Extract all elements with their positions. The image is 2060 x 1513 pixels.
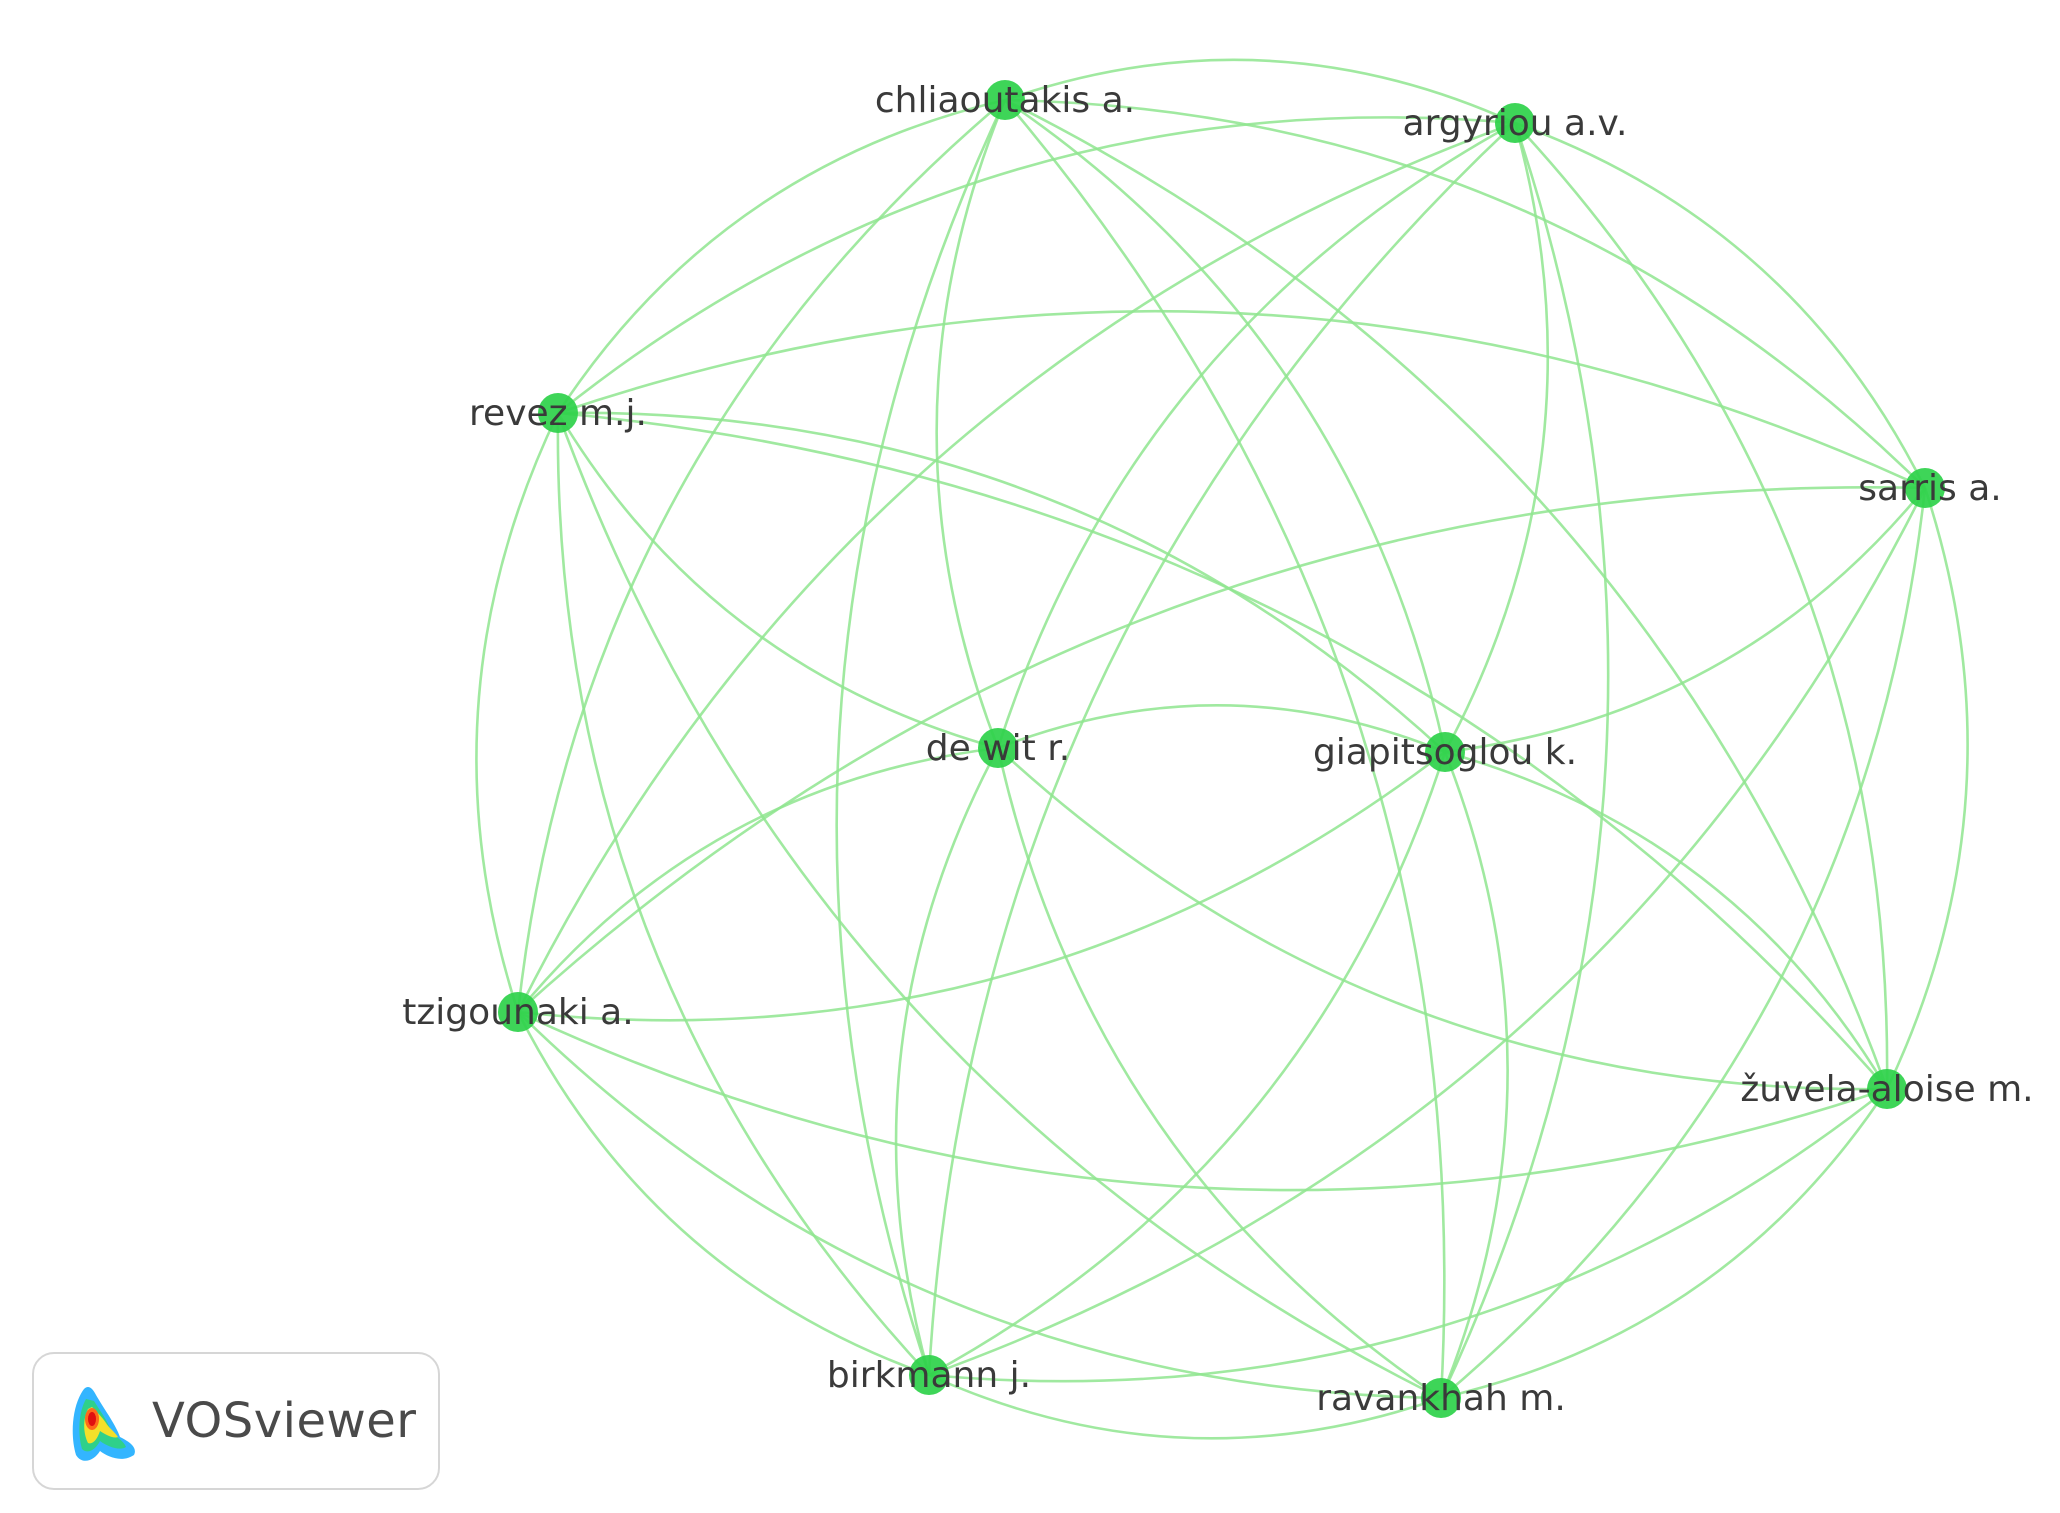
node-label-giapitsoglou: giapitsoglou k. [1313, 732, 1577, 773]
vosviewer-brand-name: VOSviewer [152, 1393, 417, 1449]
node-zuvela[interactable] [1867, 1069, 1907, 1109]
node-birkmann[interactable] [909, 1355, 949, 1395]
edge-revez-ravankhah [556, 412, 1442, 1400]
edge-argyriou-revez [557, 116, 1516, 415]
edge-dewit-giapitsoglou [997, 704, 1446, 754]
node-label-zuvela: žuvela-aloise m. [1740, 1069, 2033, 1110]
edge-dewit-tzigounaki [516, 746, 999, 1013]
edge-argyriou-ravankhah [1439, 122, 1610, 1399]
edge-dewit-zuvela [997, 747, 1888, 1091]
edge-revez-birkmann [556, 412, 930, 1376]
node-argyriou[interactable] [1495, 103, 1535, 143]
edge-argyriou-giapitsoglou [1443, 122, 1550, 753]
edge-argyriou-sarris [1514, 121, 1927, 489]
edge-chliaoutakis-zuvela [1004, 98, 1889, 1090]
edge-chliaoutakis-birkmann [835, 99, 1007, 1376]
edge-chliaoutakis-revez [556, 98, 1006, 414]
node-label-tzigounaki: tzigounaki a. [402, 992, 633, 1033]
edge-zuvela-birkmann [928, 1087, 1888, 1383]
node-sarris[interactable] [1905, 468, 1945, 508]
edge-sarris-giapitsoglou [1444, 487, 1927, 754]
node-label-chliaoutakis: chliaoutakis a. [875, 80, 1135, 121]
edge-dewit-ravankhah [996, 747, 1442, 1400]
edge-tzigounaki-ravankhah [517, 1011, 1442, 1400]
edge-revez-tzigounaki [475, 412, 560, 1013]
edge-chliaoutakis-sarris [1004, 98, 1926, 489]
node-tzigounaki[interactable] [498, 992, 538, 1032]
node-label-ravankhah: ravankhah m. [1316, 1378, 1566, 1419]
edge-argyriou-zuvela [1514, 122, 1889, 1090]
edge-giapitsoglou-ravankhah [1439, 751, 1509, 1399]
edge-giapitsoglou-zuvela [1444, 750, 1889, 1090]
node-label-argyriou: argyriou a.v. [1403, 103, 1628, 144]
edge-zuvela-ravankhah [1440, 1088, 1889, 1400]
node-giapitsoglou[interactable] [1425, 732, 1465, 772]
edge-dewit-birkmann [894, 747, 1000, 1376]
node-label-revez: revez m.j. [469, 393, 647, 434]
edge-tzigounaki-zuvela [517, 1010, 1888, 1192]
network-labels: chliaoutakis a. argyriou a.v. revez m.j. sa… [402, 80, 2033, 1419]
edge-chliaoutakis-giapitsoglou [1004, 98, 1447, 753]
edge-chliaoutakis-dewit [935, 99, 1007, 749]
edge-giapitsoglou-tzigounaki [517, 750, 1446, 1022]
edge-argyriou-dewit [996, 121, 1516, 749]
edge-sarris-tzigounaki [517, 486, 1926, 1013]
node-label-birkmann: birkmann j. [827, 1355, 1031, 1396]
node-label-sarris: sarris a. [1858, 468, 2002, 509]
edge-sarris-ravankhah [1440, 487, 1927, 1399]
node-dewit[interactable] [978, 728, 1018, 768]
node-ravankhah[interactable] [1421, 1378, 1461, 1418]
node-chliaoutakis[interactable] [985, 80, 1025, 120]
node-label-dewit: de wit r. [926, 728, 1070, 769]
network-nodes [498, 80, 1945, 1418]
edge-argyriou-birkmann [927, 122, 1516, 1376]
network-edges [475, 58, 1969, 1440]
edge-chliaoutakis-tzigounaki [516, 99, 1006, 1013]
edge-sarris-zuvela [1885, 487, 1969, 1090]
edge-chliaoutakis-argyriou [1004, 58, 1516, 125]
vosviewer-badge: VOSviewer [32, 1352, 440, 1490]
edge-revez-giapitsoglou [557, 411, 1446, 753]
edge-revez-zuvela [557, 411, 1888, 1090]
edge-argyriou-tzigounaki [516, 121, 1516, 1013]
edge-birkmann-ravankhah [928, 1373, 1442, 1440]
vosviewer-logo-icon [72, 1387, 135, 1461]
edge-sarris-birkmann [928, 487, 1927, 1377]
edge-giapitsoglou-birkmann [928, 751, 1447, 1377]
node-revez[interactable] [538, 393, 578, 433]
edge-revez-sarris [557, 309, 1926, 490]
edge-tzigounaki-birkmann [516, 1011, 930, 1377]
